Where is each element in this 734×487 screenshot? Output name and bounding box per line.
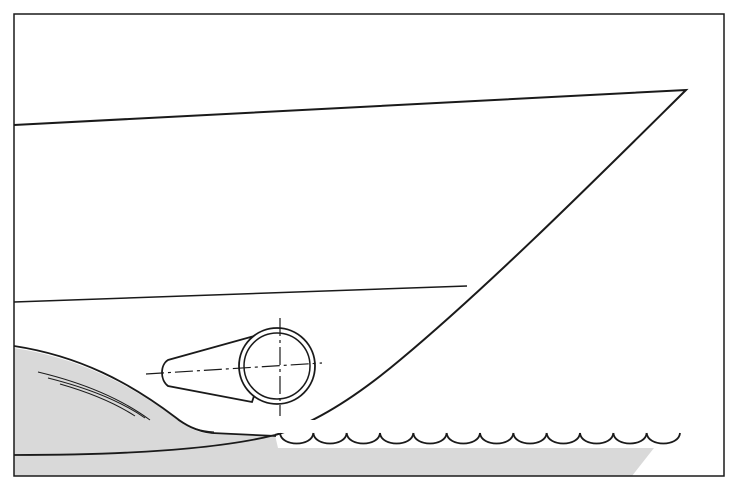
water-waves [276, 420, 684, 445]
water-wave [512, 432, 548, 445]
thruster-horizontal-centerline [145, 362, 323, 375]
ground-hatch-1 [37, 371, 151, 421]
frame-border [13, 13, 725, 477]
ground-surface-line [13, 345, 277, 437]
hull-outline [13, 88, 689, 436]
water-wave [312, 432, 348, 445]
ground-hatch-4 [177, 419, 215, 433]
water-wave [279, 432, 315, 445]
ground-hatch-2 [47, 377, 146, 419]
water-wave [545, 432, 581, 445]
water-wave [345, 432, 381, 445]
ground-hatch-3 [59, 383, 136, 417]
water-wave [445, 432, 481, 445]
keel-line [13, 434, 276, 456]
water-surface-backdrop [276, 420, 684, 433]
grey-ground-region [14, 348, 654, 476]
water-wave [612, 432, 648, 445]
water-wave [645, 432, 681, 445]
water-wave [379, 432, 415, 445]
hull-chine-line [13, 285, 468, 303]
water-wave [479, 432, 515, 445]
water-wave [412, 432, 448, 445]
water-wave [579, 432, 615, 445]
